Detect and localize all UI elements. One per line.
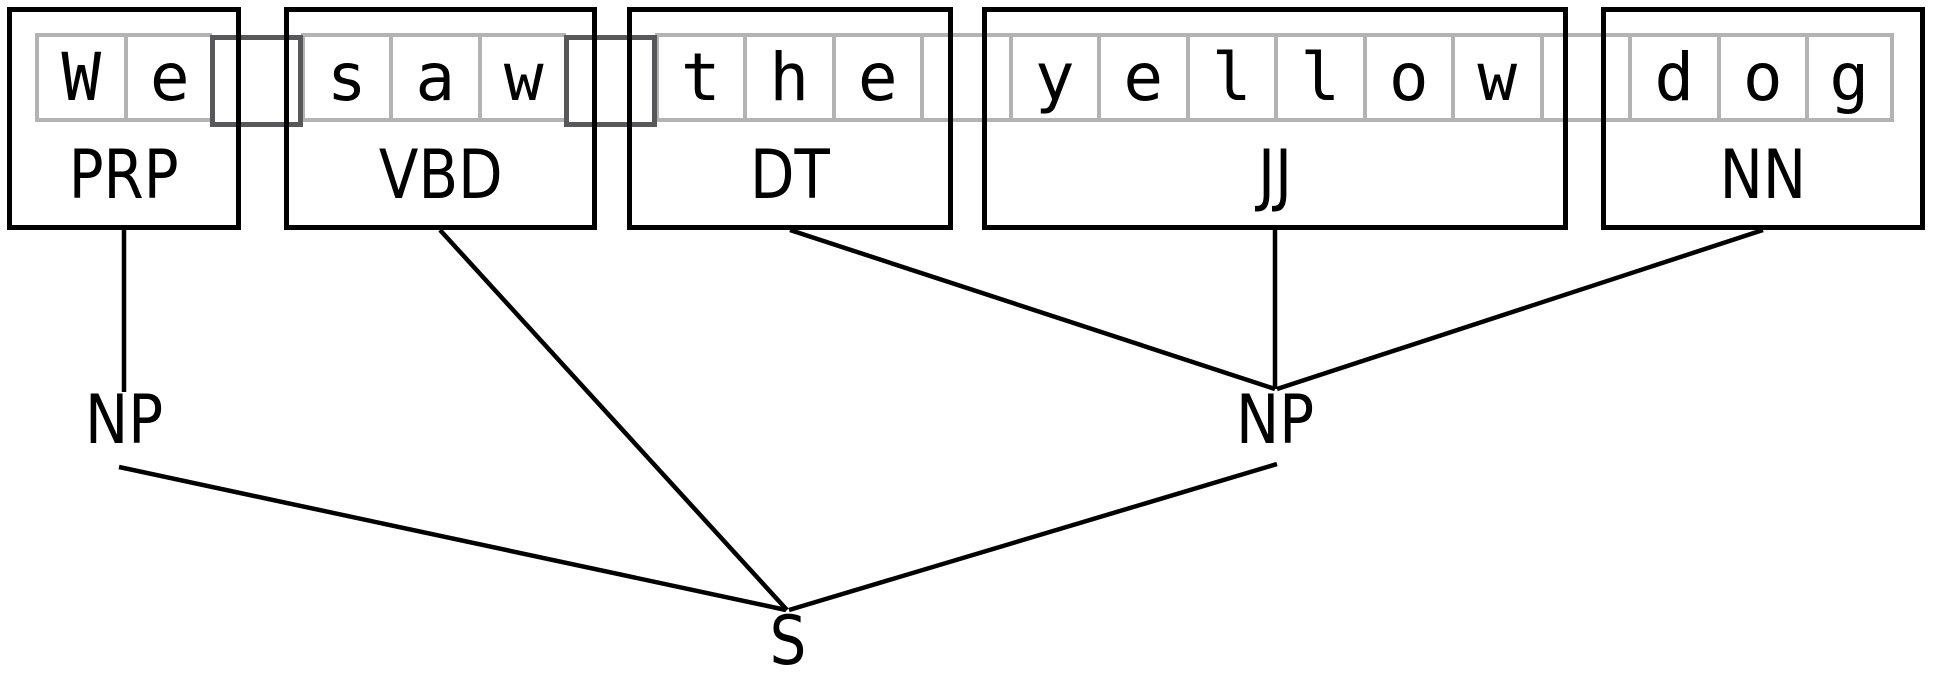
char-cell: e — [1097, 33, 1186, 122]
char-cell: y — [1008, 33, 1097, 122]
char-cell: W — [35, 33, 124, 122]
edge-dt-to-np-right — [789, 227, 1276, 392]
char: y — [1034, 38, 1075, 116]
pos-tag-band: JJ — [982, 136, 1568, 215]
char-cell: d — [1628, 33, 1717, 122]
char-cell: l — [1274, 33, 1363, 122]
pos-tag-band: PRP — [7, 136, 241, 215]
np-node-right-label: NP — [1235, 381, 1315, 460]
char: W — [61, 38, 102, 116]
word-box-dog — [1601, 7, 1925, 230]
char: e — [149, 38, 190, 116]
char-cell: o — [1362, 33, 1451, 122]
np-node-left-label: NP — [84, 381, 164, 460]
char-cell: o — [1716, 33, 1805, 122]
word-box-yellow — [982, 7, 1568, 230]
char: e — [857, 38, 898, 116]
char-cell: g — [1805, 33, 1894, 122]
pos-tag-band: DT — [627, 136, 953, 215]
char: o — [1742, 38, 1783, 116]
char: s — [326, 38, 367, 116]
char-cell: e — [831, 33, 920, 122]
edge-np-left-to-s — [118, 464, 787, 613]
edge-np-right-to-s — [788, 461, 1278, 613]
pos-tag-band: VBD — [284, 136, 597, 215]
char-cell: e — [123, 33, 212, 122]
char-cell: w — [1451, 33, 1540, 122]
space-cell — [1539, 33, 1628, 122]
char: l — [1211, 38, 1252, 116]
word-box-we — [7, 7, 241, 230]
pos-tag-label: JJ — [1257, 136, 1293, 215]
char-cell: w — [477, 33, 566, 122]
space-cell — [210, 35, 303, 127]
char-cell: l — [1185, 33, 1274, 122]
pos-tag-label: PRP — [69, 136, 179, 215]
np-node-left: NP — [78, 387, 170, 455]
pos-tag-label: DT — [750, 136, 830, 215]
char: o — [1388, 38, 1429, 116]
s-root-node: S — [766, 608, 809, 676]
char: w — [503, 38, 544, 116]
pos-tag-label: VBD — [378, 136, 503, 215]
char: e — [1123, 38, 1164, 116]
pos-tag-label: NN — [1719, 136, 1807, 215]
space-cell — [920, 33, 1009, 122]
word-box-the — [627, 7, 953, 230]
char-cell: a — [389, 33, 478, 122]
edge-vbd-to-s — [438, 228, 789, 612]
space-cell — [564, 35, 657, 127]
char: t — [680, 38, 721, 116]
char: a — [415, 38, 456, 116]
char: d — [1654, 38, 1695, 116]
char: l — [1300, 38, 1341, 116]
edge-nn-to-np-right — [1276, 227, 1764, 392]
char: w — [1477, 38, 1518, 116]
s-root-node-label: S — [769, 602, 807, 681]
char: h — [769, 38, 810, 116]
word-box-saw — [284, 7, 597, 230]
char: g — [1829, 38, 1870, 116]
char-cell: h — [743, 33, 832, 122]
np-node-right: NP — [1229, 387, 1321, 455]
pos-tag-band: NN — [1601, 136, 1925, 215]
